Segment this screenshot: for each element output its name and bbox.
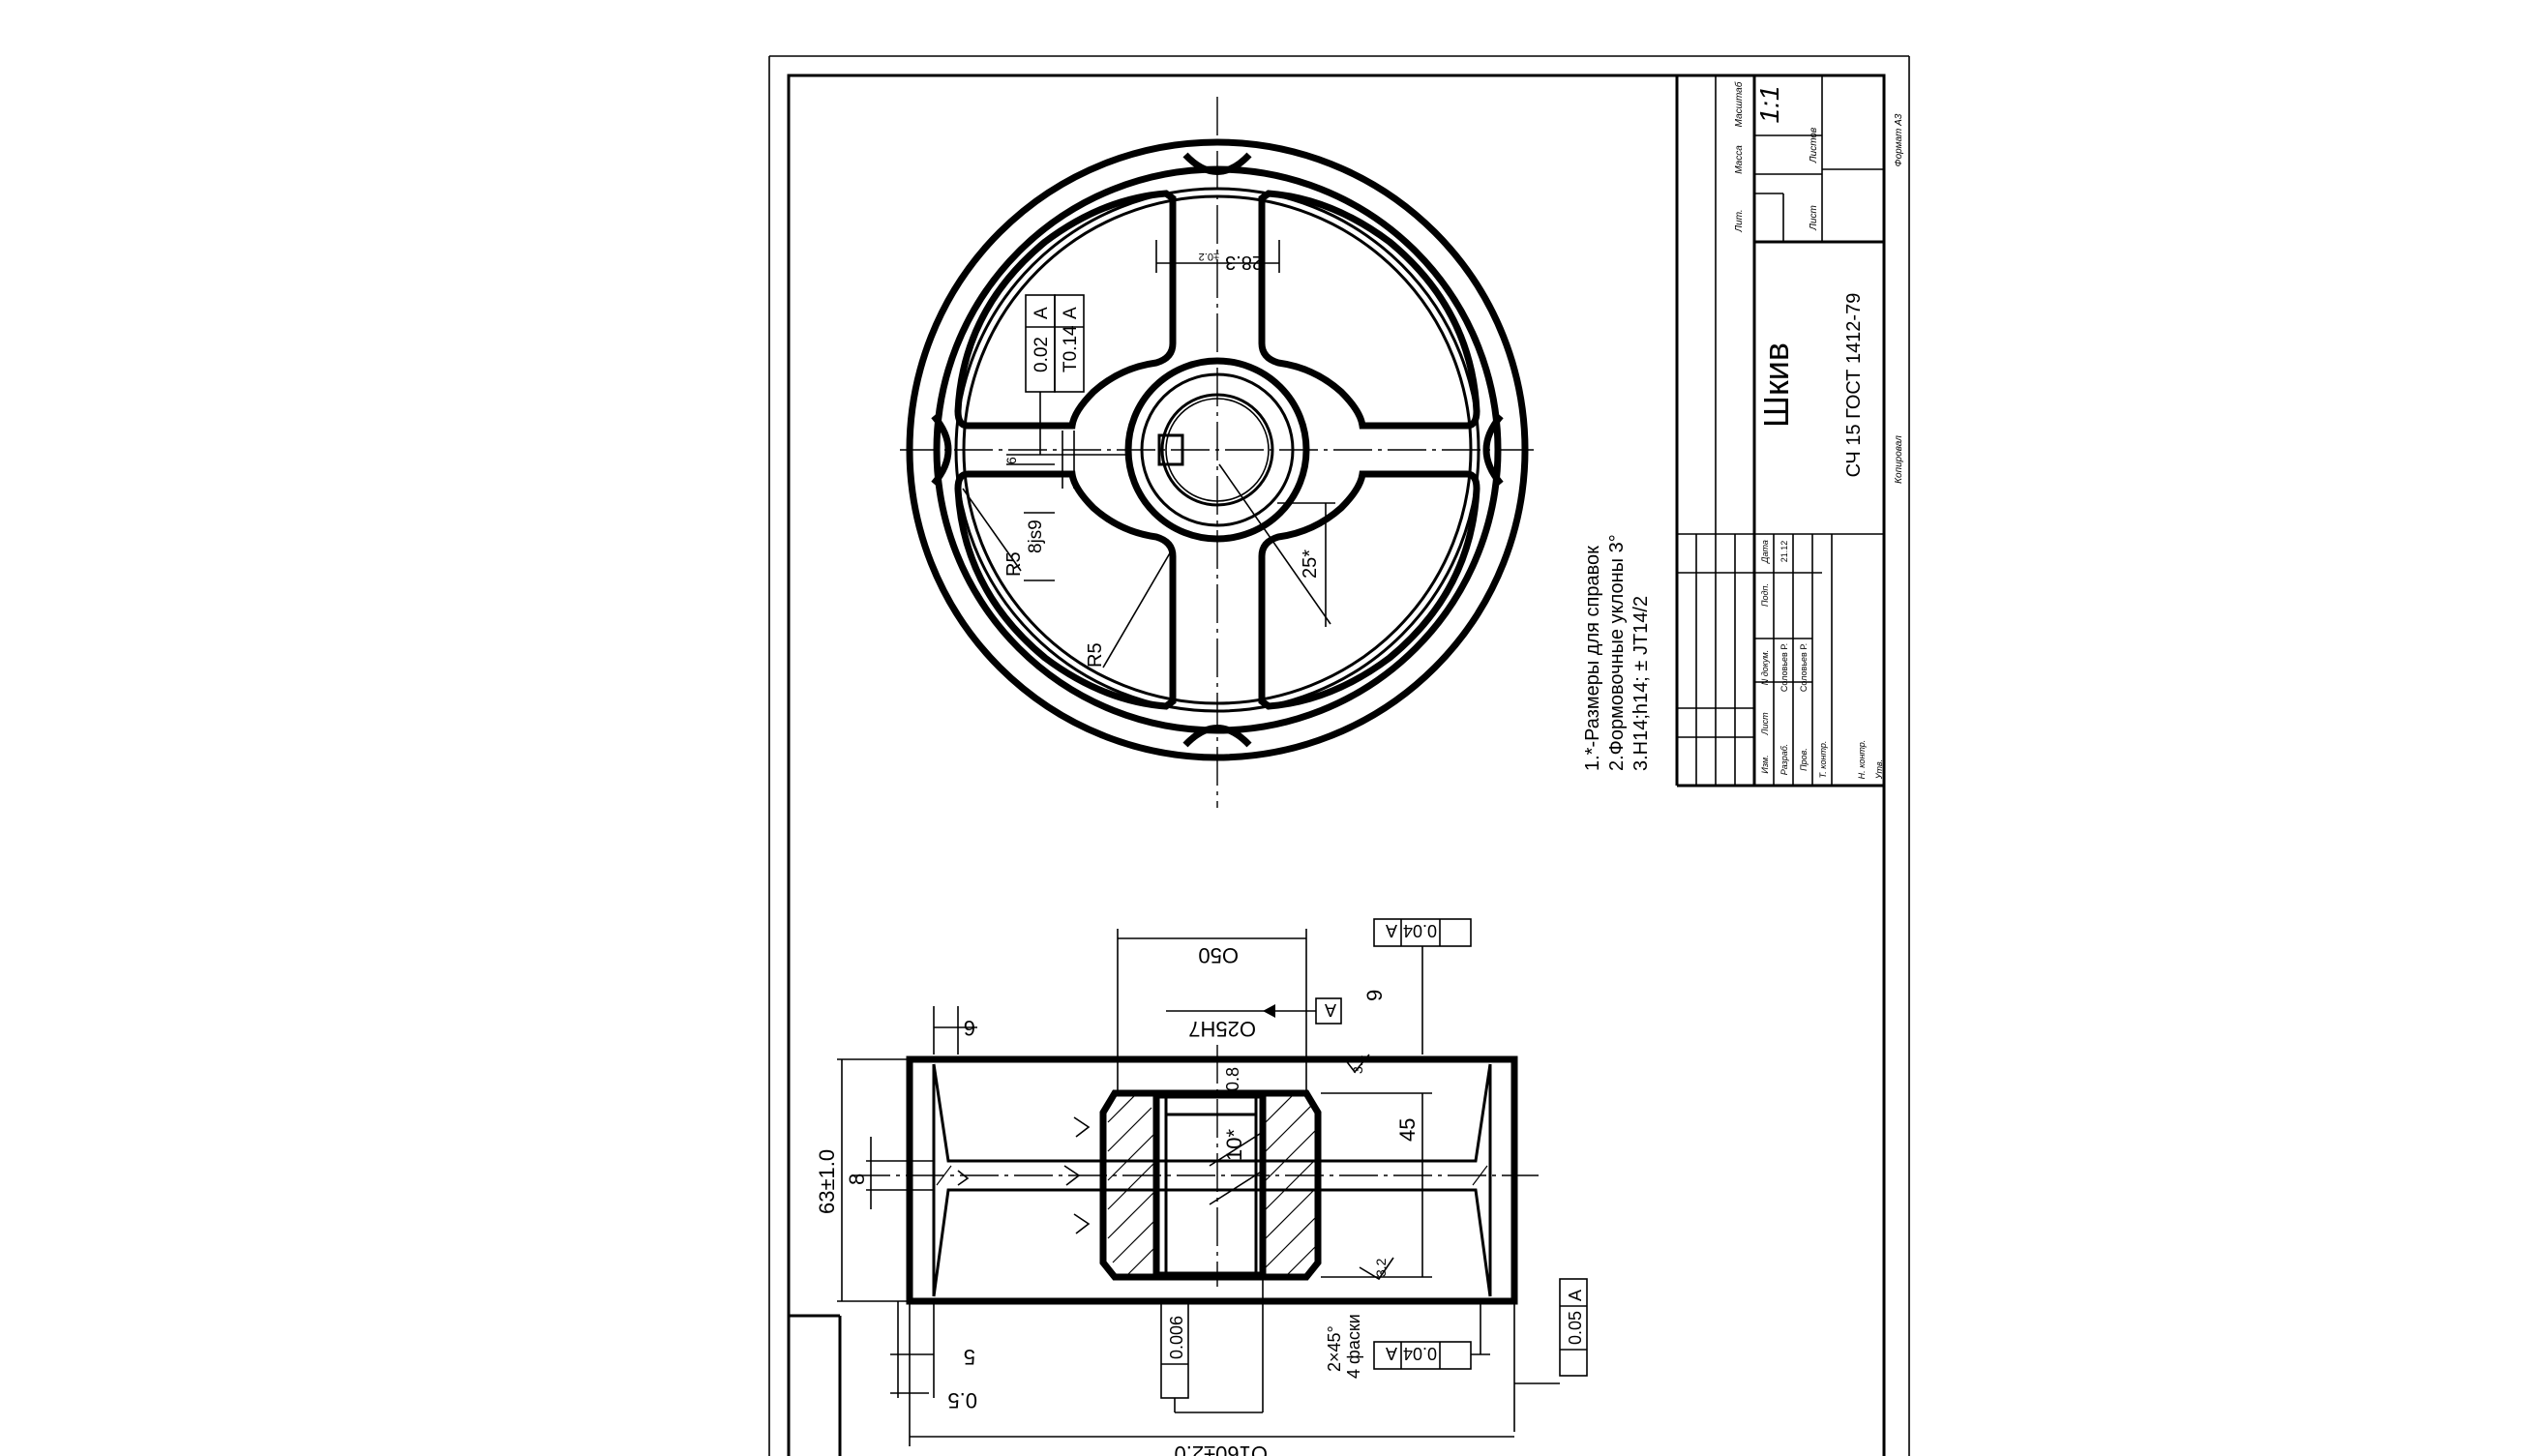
row-sign: Подп.: [1760, 583, 1770, 607]
row-date: Дата: [1760, 540, 1770, 564]
copied-label: Копировал: [1894, 435, 1904, 484]
pulley-windows: [954, 190, 1480, 710]
tol-frame-cylindricity: 0.006: [1160, 1277, 1264, 1413]
format-label: Формат А3: [1894, 113, 1904, 166]
tol-frame-bottom: 0.04 A: [1373, 1301, 1490, 1370]
tol-parallel-datum: A: [1032, 307, 1052, 319]
tol-sym-datum: A: [1061, 307, 1081, 319]
row-date-value: 21.12: [1779, 541, 1789, 563]
roughness-32-a: 3.2: [1350, 1055, 1365, 1074]
scale-value: 1:1: [1754, 86, 1784, 124]
mass-label: Масса: [1734, 145, 1745, 174]
dim-angle-25: 25*: [1300, 550, 1321, 579]
tol-runout-datum: A: [1566, 1290, 1585, 1301]
sheet-frame: [768, 55, 1910, 1456]
tol-frame-top-right: 0.04 A: [1373, 918, 1472, 947]
tol-sym-value: T0.14: [1061, 325, 1081, 372]
note-line-3: 3.H14;h14; ± JT14/2: [1630, 596, 1652, 771]
row-list: Лист: [1760, 712, 1770, 736]
row-utv: Утв.: [1874, 759, 1884, 780]
chamfer-size: 2×45°: [1325, 1325, 1344, 1372]
dim-bore-25h7: O25H7: [1188, 1017, 1256, 1041]
dim-05: 0.5: [947, 1388, 977, 1412]
row-doc: N докум.: [1760, 650, 1770, 685]
row-tkontr: Т. контр.: [1818, 741, 1828, 779]
dim-5: 5: [964, 1345, 975, 1369]
dim-window-width: 28.3: [1225, 252, 1263, 273]
row-razrab-name: Соловьев Р.: [1779, 643, 1789, 692]
technical-notes: 1.*-Размеры для справок 2.Формовочные ук…: [1582, 534, 1652, 771]
roughness-32-b: 3.2: [1373, 1258, 1389, 1277]
dim-small-6: 6: [1003, 457, 1019, 464]
row-prov-name: Соловьев Р.: [1799, 643, 1809, 692]
chamfer-count: 4 фаски: [1344, 1314, 1363, 1379]
dim-9: 9: [1362, 990, 1387, 1001]
section-hatching: [936, 1092, 1488, 1276]
tol-runout-value: 0.05: [1566, 1311, 1585, 1345]
pulley-front-view: 28.3 ±0.2 0.02 A T0.14 A 6 R5 8js9 R5 25…: [900, 97, 1534, 808]
scale-label: Масштаб: [1733, 81, 1745, 127]
sheets-label: Листов: [1809, 128, 1819, 163]
pulley-section-view: O50 O25H7 A 0.04 A 9 6 63±1.0 8 45 10: [815, 918, 1588, 1456]
tol-bottom-value: 0.04: [1403, 1344, 1437, 1363]
dim-diameter-160: O160±2.0: [1175, 1441, 1268, 1456]
row-nkontr: Н. контр.: [1857, 740, 1867, 780]
dim-radius-r5-b: R5: [1085, 642, 1106, 668]
dim-keyway-width: 8js9: [1026, 520, 1046, 553]
material-label: СЧ 15 ГОСТ 1412-79: [1843, 293, 1865, 478]
row-izm: Изм.: [1760, 755, 1770, 773]
dim-63: 63±1.0: [815, 1149, 839, 1214]
dim-8: 8: [845, 1174, 869, 1185]
title-block: Шкив СЧ 15 ГОСТ 1412-79 Масштаб 1:1 Масс…: [1675, 75, 1904, 787]
tol-cyl-value: 0.006: [1167, 1316, 1186, 1359]
row-razrab: Разраб.: [1779, 744, 1789, 776]
dim-6: 6: [964, 1016, 975, 1040]
dim-diameter-50: O50: [1198, 943, 1239, 967]
tol-top-value: 0.04: [1403, 921, 1437, 940]
dim-45: 45: [1395, 1118, 1420, 1142]
tol-bottom-datum: A: [1386, 1344, 1397, 1363]
datum-a-label: A: [1325, 1000, 1336, 1020]
note-line-2: 2.Формовочные уклоны 3°: [1606, 534, 1628, 771]
tol-parallel-value: 0.02: [1032, 337, 1052, 372]
tol-top-datum: A: [1386, 921, 1397, 940]
part-name: Шкив: [1756, 342, 1796, 428]
lit-label: Лит.: [1734, 209, 1745, 232]
note-line-1: 1.*-Размеры для справок: [1582, 546, 1603, 771]
dim-window-width-tol: ±0.2: [1199, 251, 1219, 262]
roughness-08: 0.8: [1223, 1067, 1242, 1091]
sheet-label: Лист: [1809, 205, 1819, 231]
tol-frame-runout: 0.05 A: [1513, 1278, 1588, 1432]
dim-radius-r5-a: R5: [1003, 551, 1025, 577]
row-prov: Пров.: [1799, 748, 1809, 771]
tolerance-frame-top: 0.02 A T0.14 A: [1025, 294, 1085, 455]
